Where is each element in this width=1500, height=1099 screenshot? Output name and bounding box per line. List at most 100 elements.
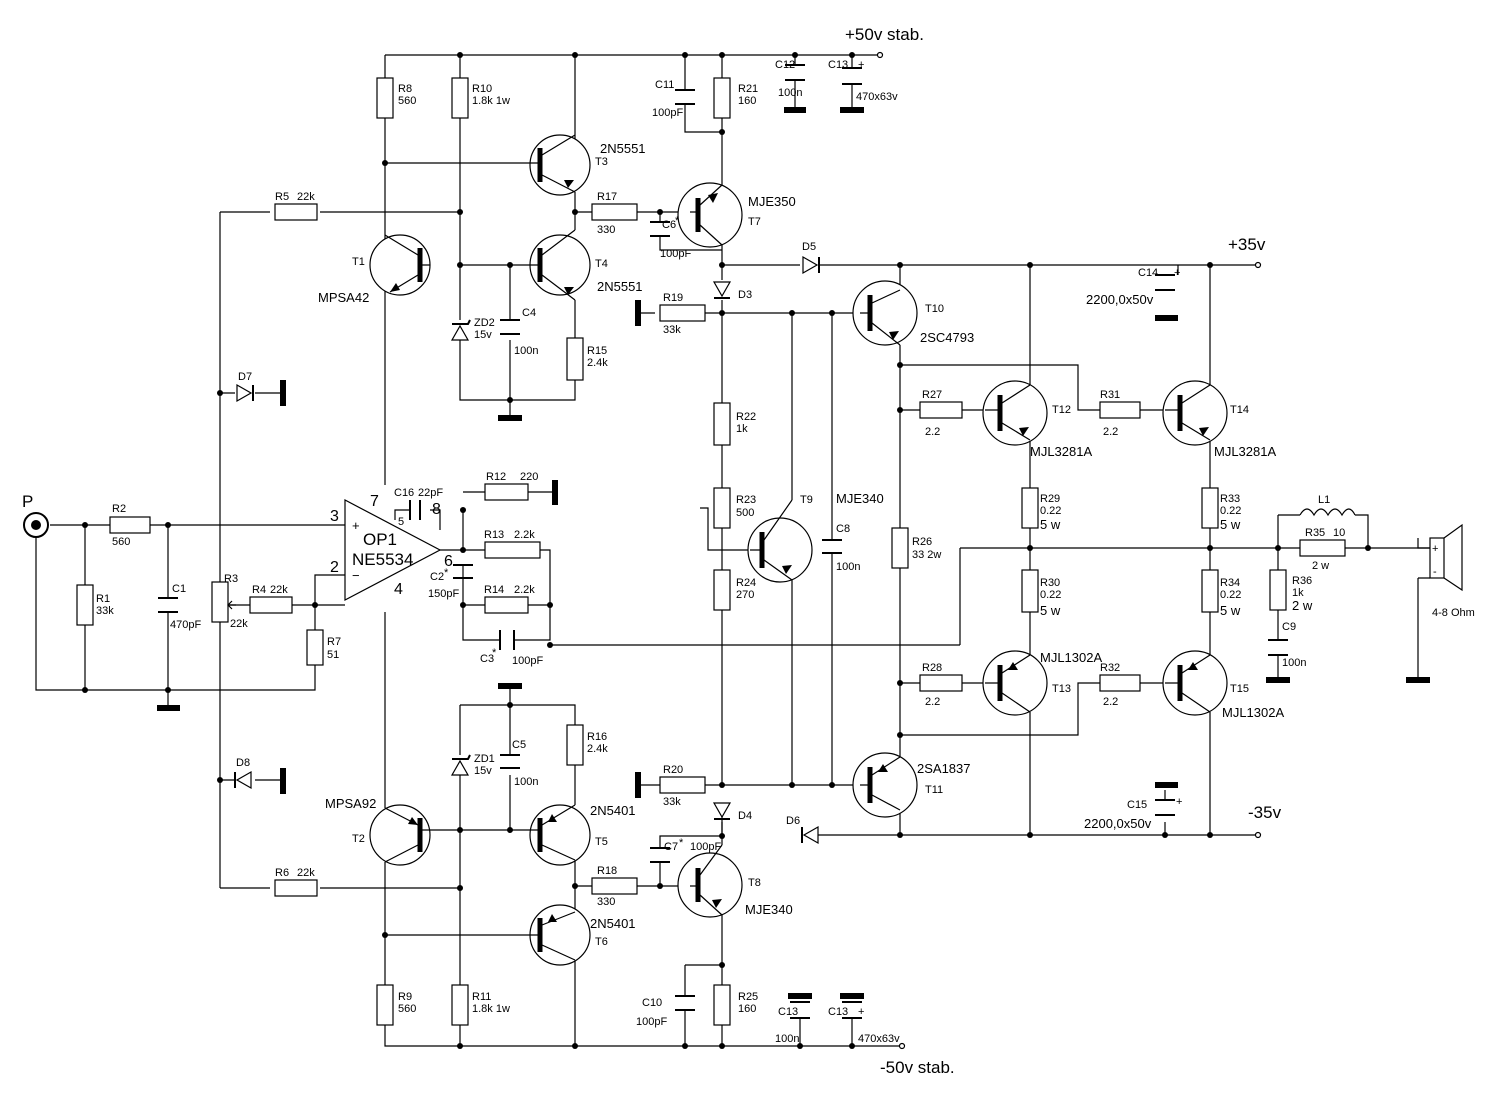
components-c3-val-label: 100pF	[512, 655, 543, 667]
components-d7-ref-label: D7	[238, 371, 252, 383]
components-r20-ref-label: R20	[663, 764, 683, 776]
components-r17-ref-label: R17	[597, 191, 617, 203]
resistor-r21	[713, 77, 731, 119]
components-r24-ref-label: R24	[736, 577, 756, 589]
components-t2-ref-label: T2	[352, 833, 365, 845]
components-t9-part-label: MJE340	[836, 491, 884, 506]
neg50-terminal	[898, 1042, 906, 1050]
rail-label-pos35: +35v	[1228, 235, 1266, 254]
components-c6-ref-label: C6	[662, 219, 676, 231]
components-d5-ref-label: D5	[802, 241, 816, 253]
components-zd1-ref-label: ZD1	[474, 753, 495, 765]
components-c13b-val-label: 100n	[775, 1033, 799, 1045]
opamp-pin5-label: 5	[398, 516, 404, 528]
components-r26-ref-label: R26	[912, 536, 932, 548]
components-c13a-ref-label: C13	[828, 59, 848, 71]
components-r31-ref-label: R31	[1100, 389, 1120, 401]
neg35-terminal	[1254, 831, 1262, 839]
input-jack: P	[22, 492, 49, 538]
opamp-pin3-label: 3	[330, 508, 339, 525]
components-r11-ref-label: R11	[472, 991, 491, 1003]
resistor-r25	[713, 984, 731, 1026]
resistor-r33	[1201, 487, 1219, 529]
components-r33-pwr-label: 5 w	[1220, 517, 1241, 532]
components-c2-ref-label: C2	[430, 571, 444, 583]
resistor-r6	[274, 879, 318, 897]
capacitor-c3	[499, 630, 515, 650]
components-r2-ref-label: R2	[112, 503, 126, 515]
wiring	[35, 54, 1430, 1047]
components-r19-val-label: 33k	[663, 324, 681, 336]
components-t13-part-label: MJL1302A	[1040, 650, 1102, 665]
components-c5-val-label: 100n	[514, 776, 538, 788]
components-c9-val-label: 100n	[1282, 657, 1306, 669]
components-t15-ref-label: T15	[1230, 683, 1249, 695]
resistor-r29	[1021, 487, 1039, 529]
components-d8-ref-label: D8	[236, 757, 250, 769]
components-t6-part-label: 2N5401	[590, 916, 636, 931]
components-c14-ref-label: C14	[1138, 267, 1158, 279]
ground-symbols	[157, 107, 1430, 999]
pos35-terminal	[1254, 261, 1262, 269]
components-c13c-plus-label: +	[858, 1006, 864, 1018]
junctions	[82, 52, 1371, 1049]
components-t5-part-label: 2N5401	[590, 803, 636, 818]
components-r5-val-label: 22k	[297, 191, 315, 203]
capacitor-c16	[409, 500, 421, 520]
components-t14-ref-label: T14	[1230, 404, 1249, 416]
components-t5-ref-label: T5	[595, 836, 608, 848]
components-r15-val-label: 2.4k	[587, 357, 608, 369]
components-zd2-ref-label: ZD2	[474, 317, 495, 329]
components-r35-pwr-label: 2 w	[1312, 560, 1329, 572]
components-c9-ref-label: C9	[1282, 621, 1296, 633]
resistor-r32	[1099, 674, 1141, 692]
components-r30-pwr-label: 5 w	[1040, 603, 1061, 618]
components-c15-ref-label: C15	[1127, 799, 1147, 811]
capacitor-c8	[822, 539, 842, 554]
resistor-r14	[484, 596, 529, 614]
opamp-pin8-label: 8	[432, 501, 441, 518]
components-r13-ref-label: R13	[484, 529, 504, 541]
components-c15-val-label: 2200,0x50v	[1084, 816, 1152, 831]
potentiometer-r23	[713, 487, 731, 529]
resistor-r11	[451, 984, 469, 1026]
components-r30-ref-label: R30	[1040, 577, 1060, 589]
components-r25-ref-label: R25	[738, 991, 758, 1003]
components-c3-star-label: *	[492, 647, 497, 659]
components-r5-ref-label: R5	[275, 191, 289, 203]
resistor-r26	[891, 527, 909, 569]
components-r16-ref-label: R16	[587, 731, 607, 743]
components-c11-ref-label: C11	[655, 79, 674, 91]
components-zd2-val-label: 15v	[474, 329, 492, 341]
resistor-r22	[713, 402, 731, 446]
components-t11-ref-label: T11	[925, 784, 943, 796]
transistor-t5: T5 2N5401	[520, 803, 636, 866]
components-c16-ref-label: C16	[394, 487, 414, 499]
diode-d3: D3	[712, 281, 752, 301]
pos50-terminal	[876, 51, 884, 59]
components-c13c-ref-label: C13	[828, 1006, 848, 1018]
opamp-op1: + − OP1 NE5534 3 2 7 4 8 6 5	[314, 493, 453, 605]
components-r4-val-label: 22k	[270, 584, 288, 596]
components-t8-ref-label: T8	[748, 877, 761, 889]
components-d3-ref-label: D3	[738, 289, 752, 301]
components-r1-val-label: 33k	[96, 605, 114, 617]
capacitor-c1	[158, 597, 178, 613]
components-c2-star-label: *	[444, 567, 449, 579]
components-r18-ref-label: R18	[597, 865, 617, 877]
capacitor-c5	[500, 754, 520, 769]
components-t10-ref-label: T10	[925, 303, 944, 315]
components-r28-ref-label: R28	[922, 662, 942, 674]
components-c13b-ref-label: C13	[778, 1006, 798, 1018]
components-d6-ref-label: D6	[786, 815, 800, 827]
components-r15-ref-label: R15	[587, 345, 607, 357]
resistor-r24	[713, 569, 731, 611]
components-c15-plus-label: +	[1176, 796, 1182, 808]
